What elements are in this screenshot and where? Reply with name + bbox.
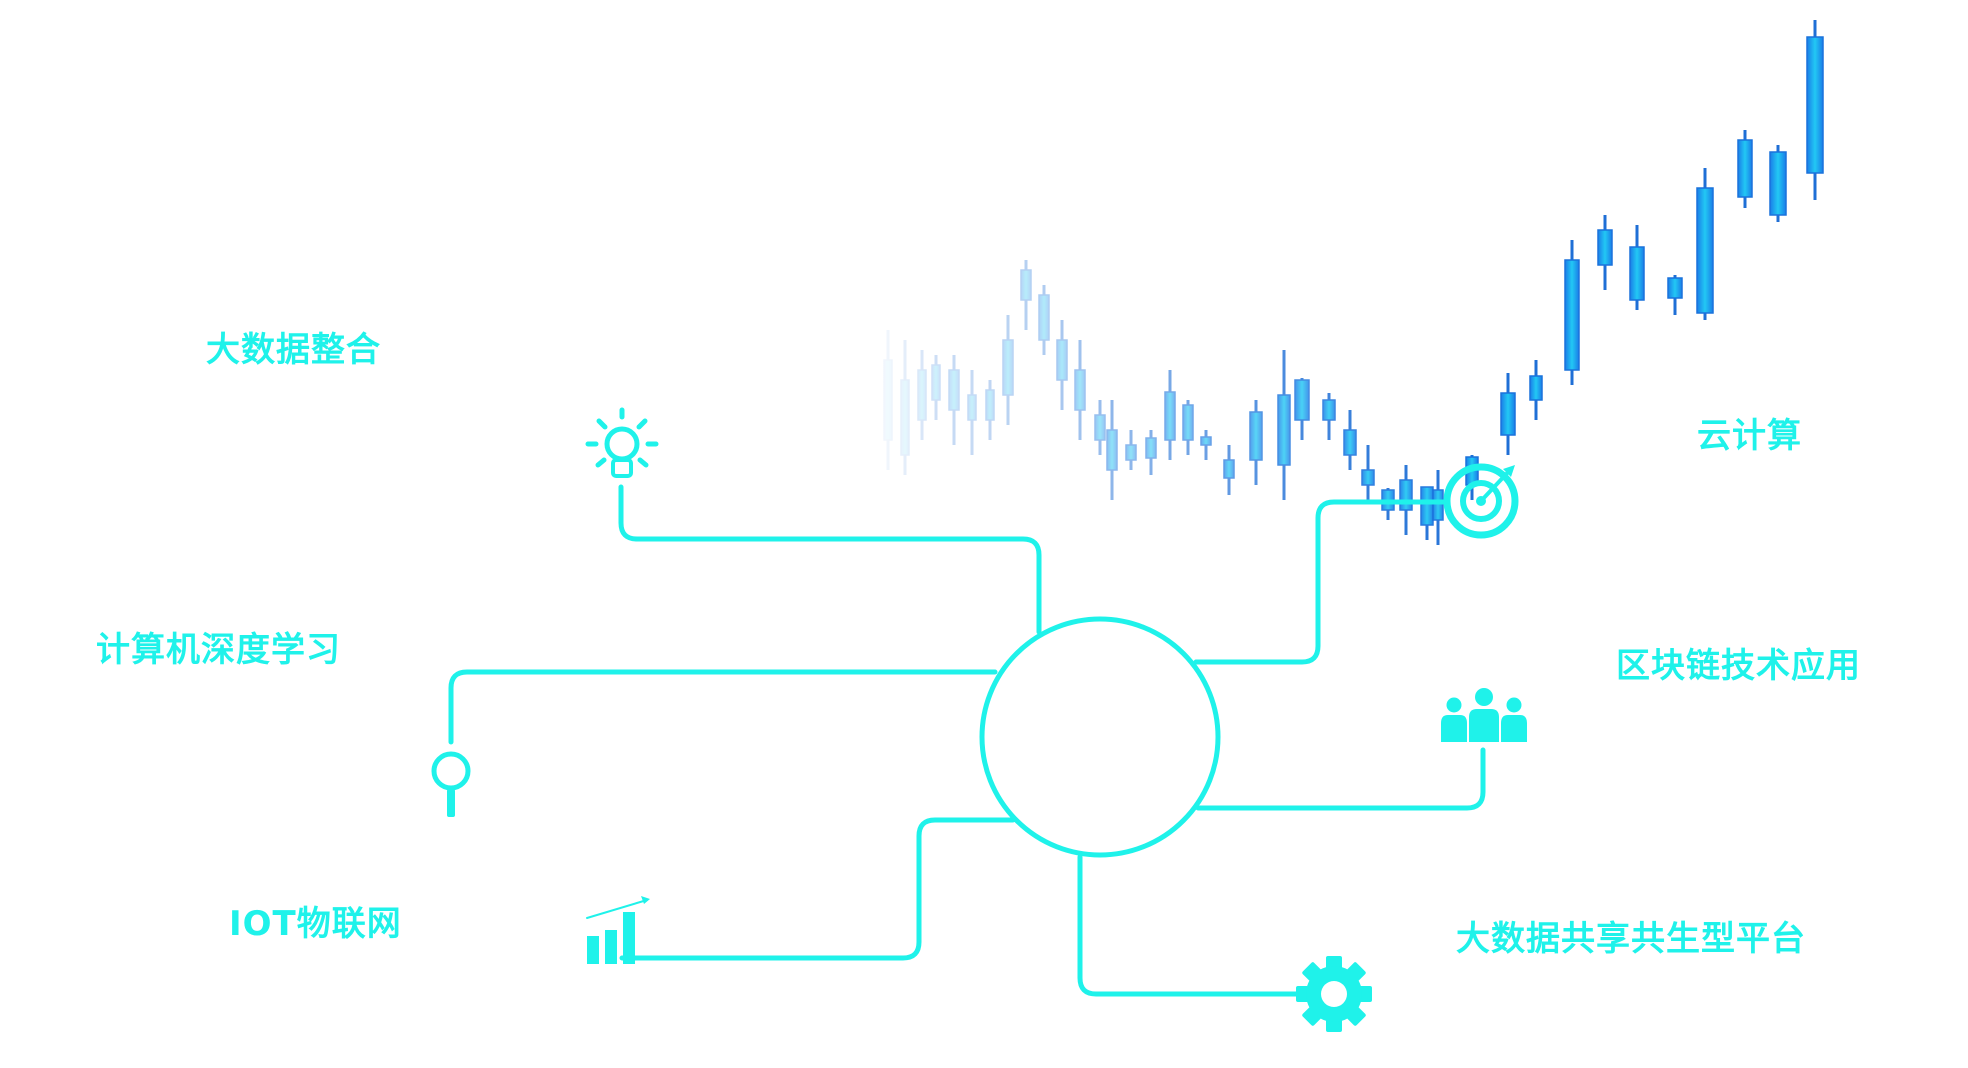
candle-body xyxy=(1125,444,1137,461)
candle xyxy=(1294,378,1310,440)
candle-body xyxy=(1277,394,1291,466)
connector-lines xyxy=(448,484,1486,997)
candle xyxy=(1182,400,1194,455)
candle-body xyxy=(1737,139,1753,198)
target-icon xyxy=(1443,463,1519,539)
candle-body xyxy=(1164,391,1176,441)
candle xyxy=(1629,225,1645,310)
candle xyxy=(1164,370,1176,460)
candle-body xyxy=(1432,489,1444,521)
candle xyxy=(1322,393,1336,440)
central-hub xyxy=(979,616,1221,858)
label-big-data-integration: 大数据整合 xyxy=(206,330,381,370)
chart-fade-overlay xyxy=(850,250,1100,510)
label-blockchain: 区块链技术应用 xyxy=(1616,646,1861,686)
candle xyxy=(1432,470,1444,545)
candle xyxy=(1106,400,1118,500)
candle-body xyxy=(1145,437,1157,459)
label-shared-platform: 大数据共享共生型平台 xyxy=(1456,919,1806,959)
candle-body xyxy=(1629,246,1645,301)
candle-body xyxy=(1597,229,1613,266)
candle-body xyxy=(1182,404,1194,441)
candle xyxy=(1500,373,1516,455)
candle xyxy=(1696,168,1714,320)
candle-body xyxy=(1200,436,1212,446)
candle-body xyxy=(1420,486,1434,526)
connector-bar-chart xyxy=(619,817,1016,961)
candle xyxy=(1806,20,1824,200)
candle-body xyxy=(1106,429,1118,471)
candle-body xyxy=(1294,379,1310,421)
candle xyxy=(1343,410,1357,470)
candle-body xyxy=(1223,459,1235,479)
candle-body xyxy=(1667,277,1683,299)
label-deep-learning: 计算机深度学习 xyxy=(96,630,341,670)
candle-body xyxy=(1343,429,1357,456)
candle-body xyxy=(1500,392,1516,436)
candle xyxy=(1145,430,1157,475)
candle xyxy=(1420,486,1434,540)
candle-body xyxy=(1249,411,1263,461)
candle-body xyxy=(1769,151,1787,216)
candle xyxy=(1737,130,1753,208)
connector-users xyxy=(1195,747,1486,811)
candle-body xyxy=(1361,469,1375,486)
candle xyxy=(1769,145,1787,222)
connector-lightbulb xyxy=(618,484,1042,635)
candle xyxy=(1361,445,1375,500)
label-iot: IOT物联网 xyxy=(229,904,402,944)
bar-chart-icon xyxy=(586,896,650,964)
label-cloud-computing: 云计算 xyxy=(1697,416,1802,456)
connector-target xyxy=(1193,499,1448,665)
candle-body xyxy=(1696,187,1714,314)
candle-body xyxy=(1529,375,1543,401)
candle xyxy=(1597,215,1613,290)
connector-magnifier xyxy=(448,669,998,745)
candle xyxy=(1223,445,1235,495)
users-icon xyxy=(1441,688,1527,742)
candle xyxy=(1564,240,1580,385)
candle-body xyxy=(1322,399,1336,421)
gear-icon xyxy=(1296,956,1372,1032)
connector-gear xyxy=(1077,854,1303,997)
candle-body xyxy=(1564,259,1580,371)
candle xyxy=(1277,350,1291,500)
candle xyxy=(1529,360,1543,420)
magnifier-icon xyxy=(431,751,471,817)
candle xyxy=(1200,430,1212,460)
candle xyxy=(1125,430,1137,470)
candle xyxy=(1249,400,1263,485)
candle xyxy=(1667,275,1683,315)
candle-body xyxy=(1399,479,1413,511)
lightbulb-icon xyxy=(585,407,659,478)
candle-body xyxy=(1806,36,1824,174)
